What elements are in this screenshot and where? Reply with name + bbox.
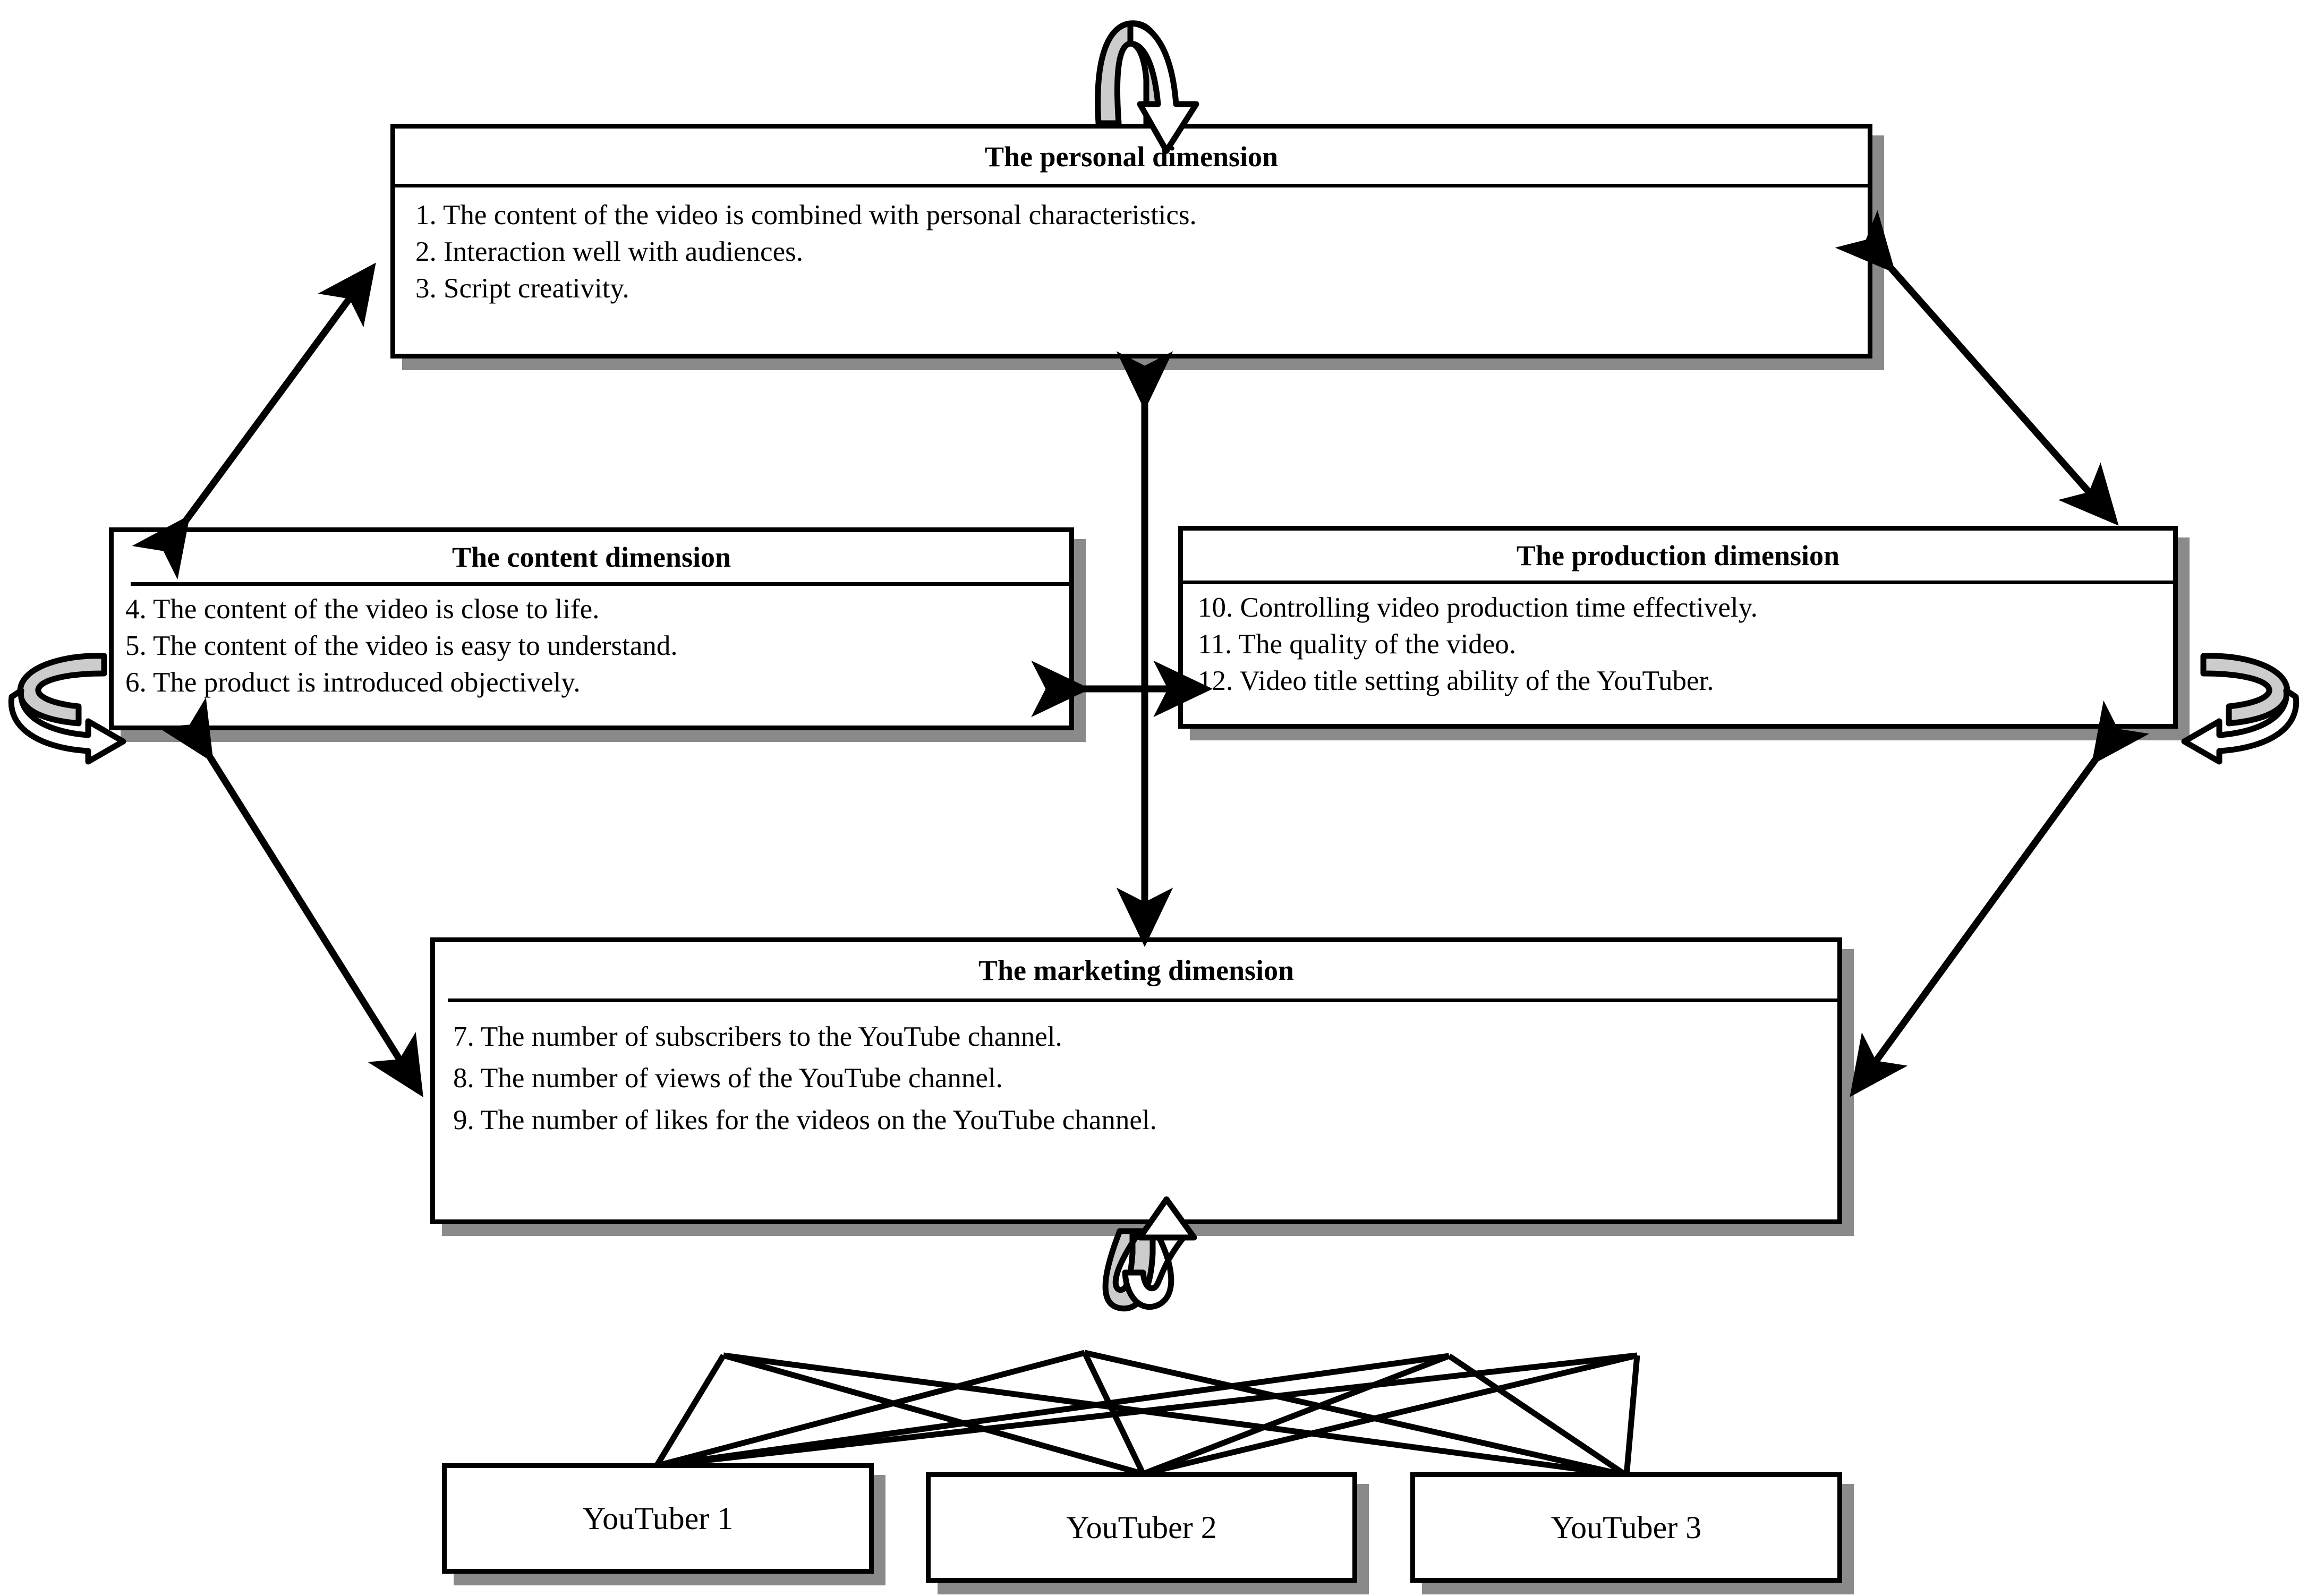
list-item: 11. The quality of the video. <box>1198 628 1517 660</box>
card-title-personal: The personal dimension <box>984 141 1279 173</box>
list-item: 3. Script creativity. <box>415 272 629 304</box>
card-separator <box>448 998 1837 1002</box>
box-youtuber-3[interactable]: YouTuber 3 <box>1410 1472 1842 1583</box>
card-marketing-dimension[interactable]: The marketing dimension 7. The number of… <box>430 937 1842 1224</box>
list-item: 12. Video title setting ability of the Y… <box>1198 665 1714 696</box>
card-body-marketing: 7. The number of subscribers to the YouT… <box>435 1002 1837 1141</box>
list-item: 10. Controlling video production time ef… <box>1198 592 1758 623</box>
arrow-production-marketing <box>1850 700 2150 1097</box>
box-youtuber-1[interactable]: YouTuber 1 <box>442 1463 874 1574</box>
youtuber-label: YouTuber 2 <box>1066 1509 1217 1545</box>
card-title-production: The production dimension <box>1516 540 1840 571</box>
card-title-content: The content dimension <box>452 541 731 573</box>
card-separator <box>1183 581 2173 584</box>
youtuber-label: YouTuber 3 <box>1551 1509 1702 1545</box>
card-title-marketing: The marketing dimension <box>978 954 1294 986</box>
self-loop-arrow-right <box>2181 653 2300 765</box>
card-personal-dimension[interactable]: The personal dimension 1. The content of… <box>390 124 1872 359</box>
list-item: 2. Interaction well with audiences. <box>415 236 803 267</box>
list-item: 8. The number of views of the YouTube ch… <box>453 1063 1003 1094</box>
list-item: 4. The content of the video is close to … <box>125 594 600 625</box>
card-separator <box>395 184 1868 187</box>
card-separator <box>131 582 1069 586</box>
list-item: 9. The number of likes for the videos on… <box>453 1104 1157 1136</box>
card-body-personal: 1. The content of the video is combined … <box>395 187 1868 307</box>
card-content-dimension[interactable]: The content dimension 4. The content of … <box>109 527 1074 730</box>
card-production-dimension[interactable]: The production dimension 10. Controlling… <box>1178 526 2178 729</box>
list-item: 7. The number of subscribers to the YouT… <box>453 1021 1062 1052</box>
list-item: 6. The product is introduced objectively… <box>125 667 581 698</box>
card-body-production: 10. Controlling video production time ef… <box>1183 584 2173 699</box>
arrow-content-marketing <box>158 697 423 1098</box>
youtuber-label: YouTuber 1 <box>582 1500 734 1536</box>
arrow-personal-content <box>132 262 376 580</box>
card-body-content: 4. The content of the video is close to … <box>114 586 1069 701</box>
list-item: 1. The content of the video is combined … <box>415 200 1197 231</box>
arrow-personal-production <box>1835 210 2119 526</box>
box-youtuber-2[interactable]: YouTuber 2 <box>926 1472 1357 1583</box>
list-item: 5. The content of the video is easy to u… <box>125 630 678 661</box>
self-loop-arrow-left <box>8 653 126 765</box>
